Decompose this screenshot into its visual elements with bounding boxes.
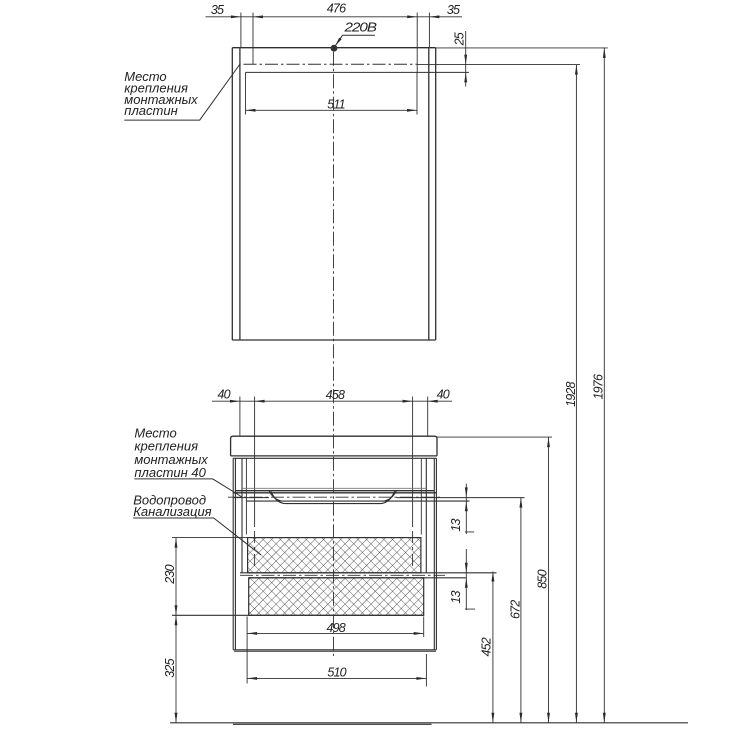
svg-text:крепления: крепления — [124, 81, 188, 96]
svg-text:монтажных: монтажных — [134, 452, 208, 467]
svg-text:Место: Место — [134, 425, 176, 440]
svg-text:230: 230 — [163, 564, 177, 584]
svg-text:пластин: пластин — [124, 103, 177, 118]
svg-text:13: 13 — [449, 519, 463, 532]
svg-text:крепления: крепления — [134, 439, 198, 454]
svg-text:220В: 220В — [343, 21, 376, 35]
svg-text:монтажных: монтажных — [124, 92, 198, 107]
svg-text:Место: Место — [124, 69, 166, 84]
svg-text:1928: 1928 — [564, 381, 578, 406]
svg-text:1976: 1976 — [592, 374, 606, 399]
svg-text:40: 40 — [217, 388, 230, 402]
svg-text:25: 25 — [453, 32, 467, 46]
svg-text:672: 672 — [508, 600, 522, 619]
svg-text:458: 458 — [326, 388, 345, 402]
svg-text:35: 35 — [211, 3, 224, 17]
svg-text:Канализация: Канализация — [133, 504, 211, 519]
svg-text:452: 452 — [479, 637, 493, 656]
svg-text:511: 511 — [327, 97, 345, 111]
svg-text:325: 325 — [163, 658, 177, 677]
svg-text:498: 498 — [326, 621, 345, 635]
svg-text:510: 510 — [327, 665, 346, 679]
svg-text:Водопровод: Водопровод — [133, 493, 206, 508]
svg-text:13: 13 — [449, 591, 463, 604]
svg-text:35: 35 — [447, 3, 460, 17]
svg-text:40: 40 — [437, 388, 450, 402]
svg-text:пластин 40: пластин 40 — [134, 465, 206, 480]
svg-text:850: 850 — [536, 569, 550, 588]
svg-text:476: 476 — [327, 1, 346, 15]
